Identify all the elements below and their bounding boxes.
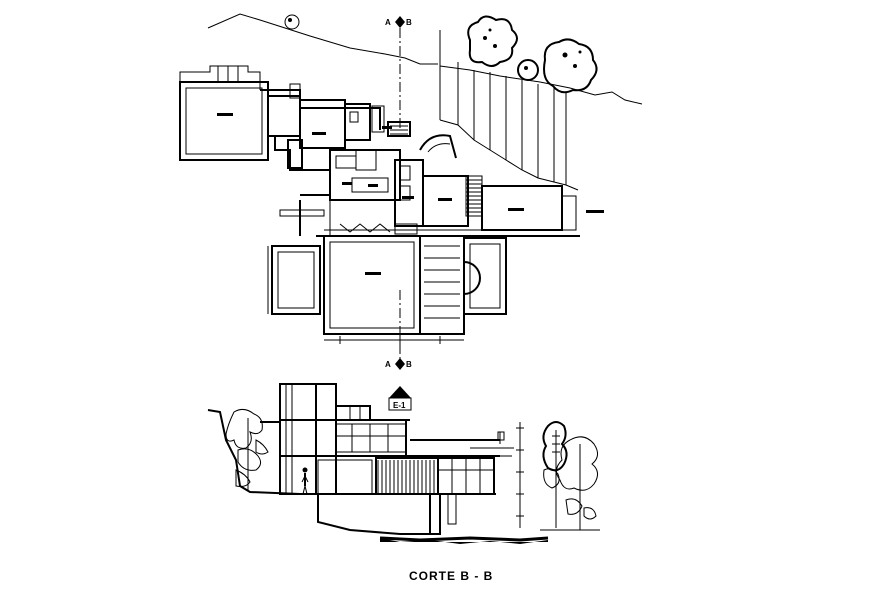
section-mark-bottom: A B xyxy=(385,290,412,370)
elevation-tag-label: E-1 xyxy=(393,401,406,410)
foundation xyxy=(317,493,549,544)
ground-floor-glazing xyxy=(280,457,496,495)
tree-symbol xyxy=(284,14,300,30)
dimension-line xyxy=(516,422,524,528)
tree-symbol xyxy=(556,436,598,530)
elevation-marker: E-1 xyxy=(388,386,412,411)
lower-terraces xyxy=(267,235,507,344)
staircase xyxy=(419,235,465,335)
terrain-line-right xyxy=(439,65,643,105)
site-plan: A B xyxy=(179,13,643,370)
section-mark-top: A B xyxy=(385,16,412,130)
section-letter: B xyxy=(406,18,412,27)
person-figure xyxy=(301,467,309,495)
tree-symbol xyxy=(542,421,568,528)
tree-symbol xyxy=(517,59,539,81)
main-floor-plan xyxy=(260,83,604,237)
section-letter: A xyxy=(385,360,391,369)
section-letter: A xyxy=(385,18,391,27)
terrain-line-top xyxy=(207,13,438,65)
tree-symbol xyxy=(543,38,598,94)
tree-symbol xyxy=(467,15,518,67)
section-title: CORTE B - B xyxy=(409,569,493,583)
section-letter: B xyxy=(406,360,412,369)
garden-terraces xyxy=(439,30,579,191)
rock-cliff-left xyxy=(207,409,301,495)
house-structure xyxy=(260,383,514,495)
tree-symbol xyxy=(225,408,269,490)
building-section: E-1 xyxy=(207,383,600,544)
west-terrace xyxy=(179,65,269,161)
